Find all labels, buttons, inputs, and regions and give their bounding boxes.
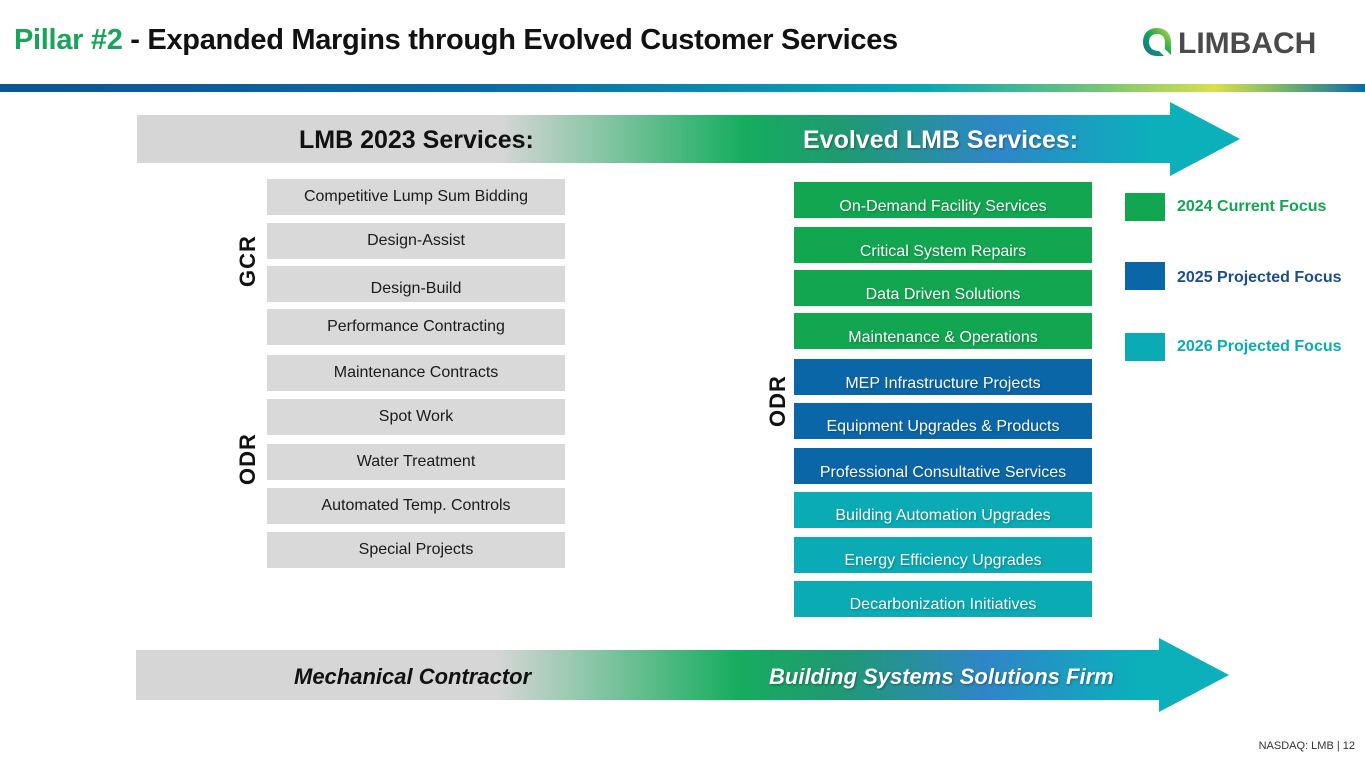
- left-service-item: Water Treatment: [267, 444, 565, 480]
- left-service-item: Special Projects: [267, 532, 565, 568]
- left-group-label-gcr: GCR: [234, 235, 260, 287]
- bottom-arrow: Mechanical Contractor Building Systems S…: [136, 638, 1229, 712]
- right-group-label-odr: ODR: [764, 375, 790, 427]
- limbach-q-mark-icon: [1140, 25, 1174, 64]
- left-service-item: Automated Temp. Controls: [267, 488, 565, 524]
- bottom-arrow-shape: [136, 638, 1229, 712]
- left-service-item: Competitive Lump Sum Bidding: [267, 179, 565, 215]
- evolved-service-item: Decarbonization Initiatives: [794, 581, 1092, 617]
- evolved-service-item: Critical System Repairs: [794, 227, 1092, 263]
- legend-label-2026: 2026 Projected Focus: [1177, 338, 1342, 355]
- top-arrow-right-label: Evolved LMB Services:: [803, 126, 1079, 154]
- top-arrow-shape: [137, 102, 1240, 176]
- evolved-service-item: Energy Efficiency Upgrades: [794, 537, 1092, 573]
- limbach-logo: LIMBACH: [1140, 26, 1316, 62]
- legend-label-2024: 2024 Current Focus: [1177, 198, 1327, 215]
- footer-page-info: NASDAQ: LMB | 12: [1258, 740, 1355, 752]
- bottom-arrow-right-label: Building Systems Solutions Firm: [769, 664, 1114, 689]
- legend-swatch-2025: [1125, 262, 1165, 290]
- evolved-service-item: Data Driven Solutions: [794, 270, 1092, 306]
- bottom-arrow-left-label: Mechanical Contractor: [294, 664, 532, 689]
- evolved-service-item: MEP Infrastructure Projects: [794, 359, 1092, 395]
- left-service-item: Maintenance Contracts: [267, 355, 565, 391]
- page-title: Pillar #2 - Expanded Margins through Evo…: [14, 24, 898, 57]
- evolved-service-item: Professional Consultative Services: [794, 448, 1092, 484]
- evolved-service-item: Building Automation Upgrades: [794, 492, 1092, 528]
- title-accent: Pillar #2: [14, 24, 123, 56]
- logo-text: LIMBACH: [1178, 27, 1317, 60]
- top-arrow: LMB 2023 Services: Evolved LMB Services:: [137, 102, 1240, 176]
- legend-label-2025: 2025 Projected Focus: [1177, 269, 1342, 286]
- legend-swatch-2024: [1125, 193, 1165, 221]
- header-gradient-rule: [0, 84, 1365, 92]
- left-service-item: Spot Work: [267, 399, 565, 435]
- evolved-service-item: Equipment Upgrades & Products: [794, 403, 1092, 439]
- legend-swatch-2026: [1125, 333, 1165, 361]
- left-service-item: Performance Contracting: [267, 309, 565, 345]
- left-service-item: Design-Assist: [267, 223, 565, 259]
- top-arrow-left-label: LMB 2023 Services:: [299, 126, 534, 154]
- title-rest: - Expanded Margins through Evolved Custo…: [122, 24, 898, 56]
- left-service-item: Design-Build: [267, 266, 565, 302]
- left-group-label-odr: ODR: [234, 433, 260, 485]
- evolved-service-item: Maintenance & Operations: [794, 313, 1092, 349]
- evolved-service-item: On-Demand Facility Services: [794, 182, 1092, 218]
